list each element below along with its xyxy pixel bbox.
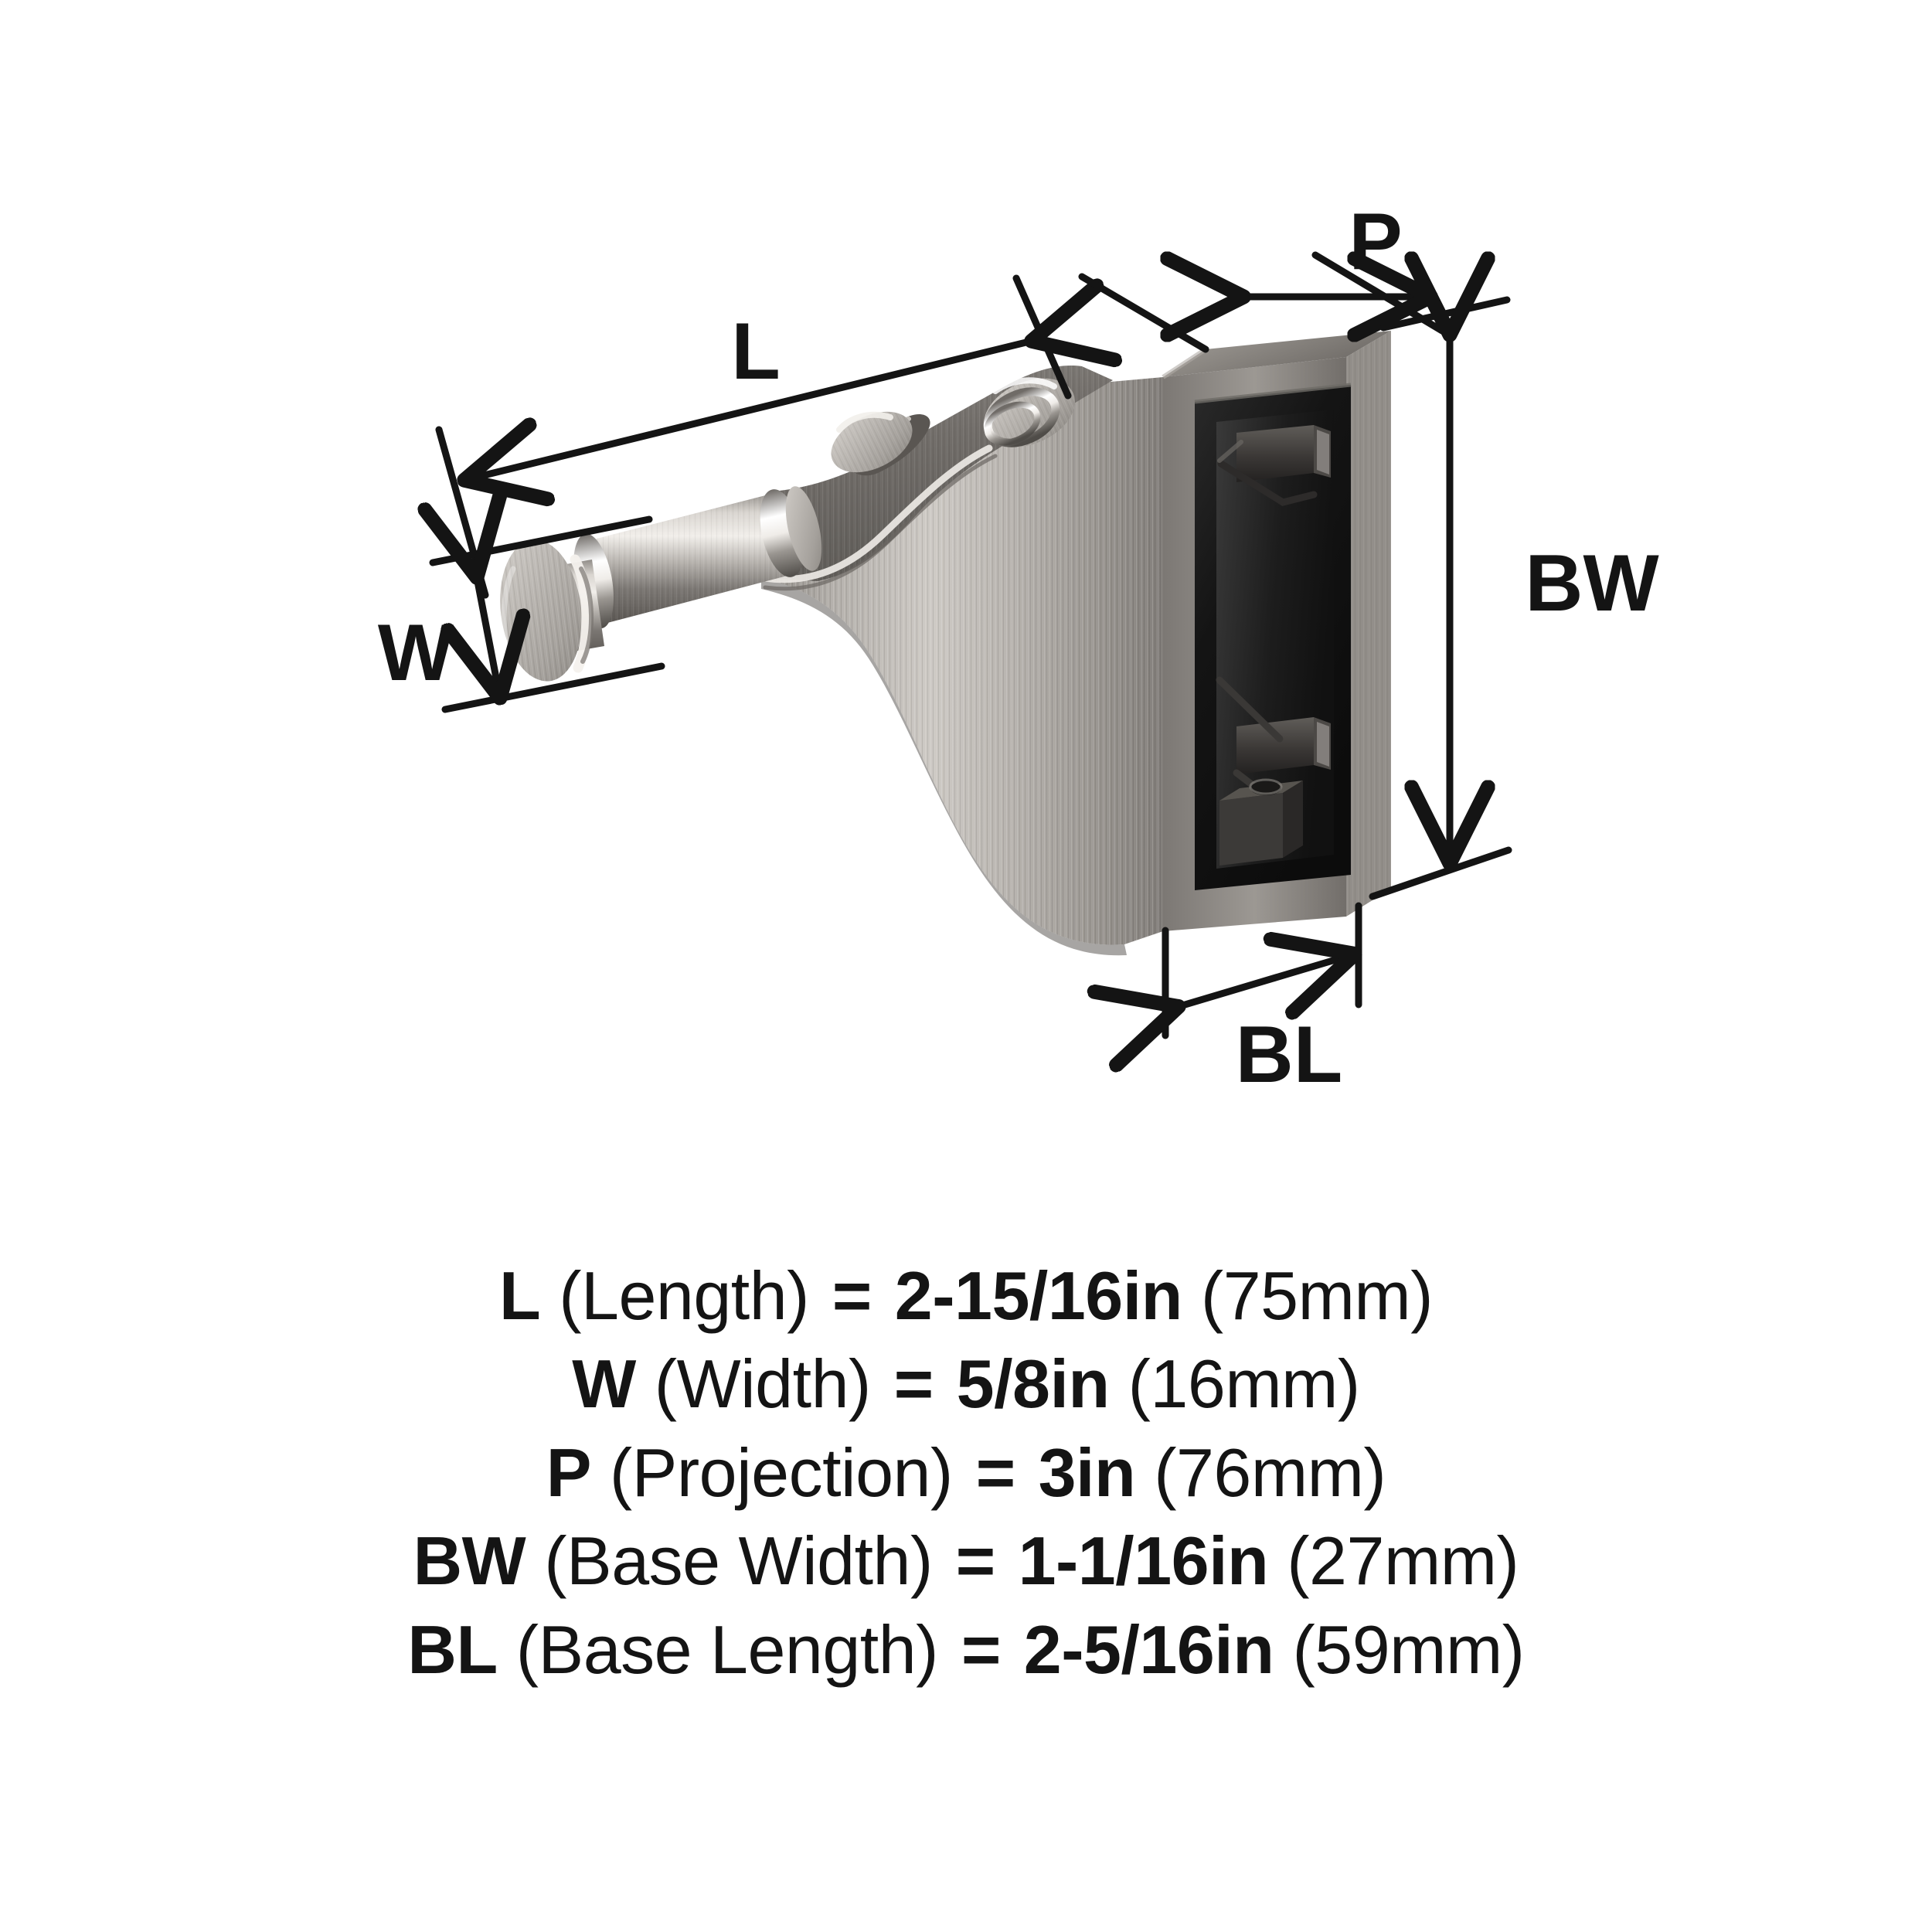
legend-metric: (16mm) bbox=[1128, 1345, 1361, 1423]
screw-hole-rim bbox=[1249, 778, 1283, 795]
callout-P: P bbox=[1349, 197, 1402, 287]
BW-extension-bottom bbox=[1369, 846, 1512, 900]
dimension-labels: L W P BW BL bbox=[378, 197, 1660, 1100]
legend-row: BW (Base Width) = 1-1/16in (27mm) bbox=[413, 1517, 1519, 1605]
cavity-top-shadow bbox=[1194, 383, 1352, 404]
legend-name: (Length) bbox=[559, 1257, 809, 1334]
callout-BW: BW bbox=[1525, 539, 1659, 628]
dimension-legend: L (Length) = 2-15/16in (75mm) W (Width) … bbox=[0, 1252, 1932, 1694]
legend-row: BL (Base Length) = 2-5/16in (59mm) bbox=[407, 1606, 1525, 1694]
base-right-grain bbox=[1346, 331, 1391, 917]
mount-tab-lower-lip bbox=[1317, 722, 1329, 767]
L-extension-left bbox=[435, 426, 489, 599]
screw-boss bbox=[1219, 778, 1303, 866]
L-dimension-line bbox=[468, 340, 1036, 479]
mount-tab-upper-face bbox=[1236, 425, 1314, 482]
legend-value: 5/8in bbox=[956, 1345, 1111, 1423]
legend-symbol: BL bbox=[407, 1611, 498, 1688]
legend-metric: (59mm) bbox=[1292, 1611, 1525, 1688]
base-plate bbox=[1162, 331, 1391, 931]
legend-name: (Base Width) bbox=[544, 1522, 933, 1600]
legend-equals: = bbox=[975, 1434, 1015, 1511]
mount-tab-upper-lip bbox=[1317, 430, 1329, 474]
legend-metric: (76mm) bbox=[1154, 1434, 1386, 1511]
legend-equals: = bbox=[961, 1611, 1001, 1688]
legend-equals: = bbox=[955, 1522, 995, 1600]
cavity-rib-lower-a bbox=[1216, 676, 1284, 743]
P-extension-left bbox=[1078, 273, 1209, 353]
screw-boss-face bbox=[1219, 793, 1283, 866]
post-collar-disc bbox=[785, 486, 822, 571]
legend-row: W (Width) = 5/8in (16mm) bbox=[572, 1340, 1361, 1428]
legend-name: (Width) bbox=[654, 1345, 872, 1423]
knob-post-assembly bbox=[500, 486, 822, 682]
dimension-BW bbox=[1369, 300, 1512, 900]
legend-row: L (Length) = 2-15/16in (75mm) bbox=[498, 1252, 1434, 1340]
post-barrel-grain bbox=[587, 492, 796, 623]
legend-symbol: BW bbox=[413, 1522, 526, 1600]
legend-symbol: L bbox=[498, 1257, 541, 1334]
callout-BL: BL bbox=[1236, 1010, 1343, 1100]
legend-metric: (27mm) bbox=[1287, 1522, 1519, 1600]
cavity-corner-chamfer bbox=[1217, 440, 1243, 463]
dimension-annotations bbox=[433, 255, 1512, 1036]
callout-L: L bbox=[731, 307, 781, 396]
legend-symbol: W bbox=[572, 1345, 636, 1423]
legend-value: 1-1/16in bbox=[1018, 1522, 1269, 1600]
callout-W: W bbox=[378, 608, 454, 698]
bracket-render bbox=[500, 331, 1391, 956]
dimension-W bbox=[433, 519, 665, 713]
mount-tab-lower bbox=[1236, 717, 1331, 774]
legend-value: 2-15/16in bbox=[894, 1257, 1183, 1334]
legend-value: 2-5/16in bbox=[1023, 1611, 1274, 1688]
bracket-diagram: L W P BW BL bbox=[378, 197, 1660, 1100]
mount-tab-lower-face bbox=[1236, 717, 1314, 774]
legend-metric: (75mm) bbox=[1200, 1257, 1434, 1334]
legend-equals: = bbox=[832, 1257, 872, 1334]
legend-name: (Base Length) bbox=[515, 1611, 939, 1688]
dimension-BL bbox=[1165, 902, 1359, 1036]
legend-value: 3in bbox=[1038, 1434, 1136, 1511]
base-corner-bevel bbox=[1162, 347, 1207, 379]
cavity-rib-upper bbox=[1217, 460, 1318, 506]
mount-tab-upper bbox=[1236, 425, 1331, 482]
legend-equals: = bbox=[893, 1345, 934, 1423]
knob-rim-shadow bbox=[579, 566, 594, 664]
legend-row: P (Projection) = 3in (76mm) bbox=[546, 1429, 1386, 1517]
legend-name: (Projection) bbox=[609, 1434, 953, 1511]
screw-boss-side bbox=[1283, 781, 1303, 858]
BL-dimension-line bbox=[1175, 955, 1351, 1008]
base-top-edge bbox=[1163, 331, 1391, 377]
legend-symbol: P bbox=[546, 1434, 592, 1511]
W-dimension-line bbox=[476, 573, 499, 694]
